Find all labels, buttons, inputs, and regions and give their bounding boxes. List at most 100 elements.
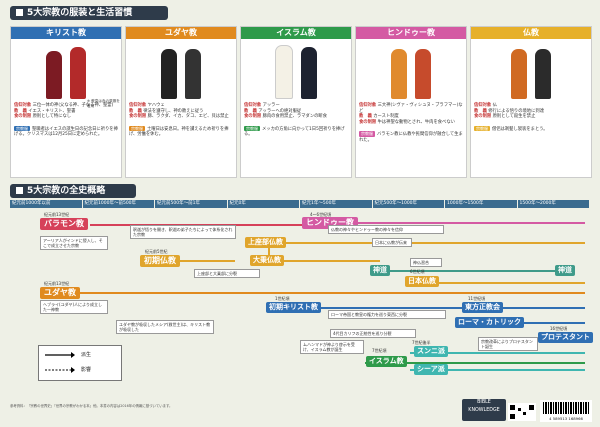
label-deity: 信仰対象 — [129, 103, 147, 108]
line-toho — [465, 307, 585, 309]
node-islam: イスラム教 — [366, 356, 407, 367]
japanese-monk-figure — [535, 49, 551, 99]
desc-buddhism: 僧侶は剃髪し袈裟をまとう。 — [492, 126, 548, 132]
node-daijo: 大乗仏教 — [250, 255, 284, 266]
deity-hinduism: 三大神(シヴァ・ヴィシュヌ・ブラフマー)など — [359, 103, 463, 114]
line-islam — [365, 362, 585, 364]
date-hindu: 4〜6世紀頃 — [310, 212, 332, 217]
desc-christianity: 聖職者はイエスの誕生日の記念日に祈りを捧げる。クリスマスは12月25日に定められ… — [14, 126, 118, 138]
deity-judaism: ヤハウェ — [147, 103, 165, 108]
section-title-dress: 5大宗教の服装と生活習慣 — [10, 6, 168, 20]
logo: BIBLE KNOWLEDGE — [462, 399, 506, 421]
col-judaism: ユダヤ教 信仰対象 ヤハウェ 教 義 律法を遵守し、神の教えに従う 食の制限 豚… — [125, 26, 237, 178]
jew-figure — [185, 49, 201, 99]
node-baramon: バラモン教 — [40, 218, 88, 230]
date-sunni: 7世紀後半 — [412, 340, 431, 345]
col-islam: イスラム教 信仰対象 アッラー 教 義 アッラーへの絶対服従 食の制限 豚肉の食… — [240, 26, 352, 178]
label-diet: 食の制限 — [244, 114, 262, 120]
era-6: 1000年〜1500年 — [445, 200, 518, 208]
monk-figure — [511, 49, 527, 99]
diet-judaism: 豚、ラクダ、イカ、タコ、エビ、貝は禁止 — [147, 114, 229, 120]
node-sunni: スンニ派 — [414, 346, 448, 357]
tag-hinduism: 宗教服 — [359, 131, 375, 137]
node-yudaya: ユダヤ教 — [40, 287, 80, 299]
vline-split — [268, 242, 270, 262]
date-islam: 7世紀頃 — [372, 348, 387, 353]
tag-judaism: 宗教服 — [129, 125, 145, 132]
node-shia: シーア派 — [414, 364, 448, 375]
note-muhammad: ムハンマドが神より啓示を受け、イスラム教が誕生 — [300, 340, 364, 354]
node-shoki: 初期仏教 — [140, 255, 180, 267]
era-3: 紀元0年 — [227, 200, 300, 208]
deity-islam: アッラー — [262, 103, 280, 108]
node-toho: 東方正教会 — [462, 302, 503, 313]
diet-christianity: 原則として特になし — [32, 114, 72, 120]
era-2: 紀元前500年〜前1年 — [155, 200, 228, 208]
col-head-christianity: キリスト教 — [11, 27, 121, 39]
note-split-buddhism: 上座部と大乗部に分裂 — [194, 269, 260, 278]
legend-derive-label: 派生 — [81, 352, 92, 358]
col-head-judaism: ユダヤ教 — [126, 27, 236, 39]
solid-arrow-icon — [45, 351, 75, 358]
line-sunni — [410, 352, 585, 354]
note-caliph: 4代目カリフの正統性を巡り分裂 — [330, 329, 416, 338]
col-head-hinduism: ヒンドゥー教 — [356, 27, 466, 39]
label-diet: 食の制限 — [14, 114, 32, 120]
woman-figure — [301, 47, 317, 99]
legend: 派生 影響 — [38, 345, 122, 381]
note-schism: ローマ帝国と教皇の権力を巡り東西に分裂 — [328, 310, 446, 319]
label-deity: 信仰対象 — [359, 103, 377, 108]
date-baramon: 紀元前13世紀 — [44, 212, 70, 217]
line-jozabu — [275, 242, 585, 244]
deity-buddhism: 仏 — [492, 103, 497, 108]
note-hebrew: ヘブライ(ユダヤ)人により成立した一神教 — [40, 300, 108, 314]
note-buddhism-japan: 日本に仏教が伝来 — [372, 238, 412, 247]
label-diet: 食の制限 — [359, 119, 377, 125]
desc-judaism: 土曜日は安息日。神を讃えるため祈りを捧げ、労働を休む。 — [129, 126, 229, 138]
col-text-hinduism: 信仰対象 三大神(シヴァ・ヴィシュヌ・ブラフマー)など 教 義 カースト制度 食… — [359, 103, 463, 144]
man-figure — [275, 45, 293, 99]
node-shinto-modern: 神道 — [555, 265, 575, 276]
figures-islam — [245, 41, 347, 99]
note-messiah: ユダヤ教が吸収したメシア(救世主)は、キリスト教が吸収した — [116, 320, 214, 334]
col-hinduism: ヒンドゥー教 信仰対象 三大神(シヴァ・ヴィシュヌ・ブラフマー)など 教 義 カ… — [355, 26, 467, 178]
date-yudaya: 紀元前13世紀 — [44, 281, 70, 286]
diet-buddhism: 原則として殺生を禁止 — [492, 114, 536, 120]
sadhu-figure — [391, 49, 407, 99]
logo-text: BIBLE KNOWLEDGE — [468, 400, 500, 413]
line-hindu — [330, 222, 585, 224]
figures-judaism — [130, 41, 232, 99]
era-0: 紀元前1000年以前 — [10, 200, 83, 208]
diet-islam: 豚肉の食用禁止、ラマダンの断食 — [262, 114, 328, 120]
node-shinto: 神道 — [370, 265, 390, 276]
barcode: 4 589513 168966 — [540, 400, 592, 422]
col-head-islam: イスラム教 — [241, 27, 351, 39]
era-bar: 紀元前1000年以前 紀元前1000年〜前500年 紀元前500年〜前1年 紀元… — [10, 200, 590, 208]
barcode-number: 4 589513 168966 — [549, 416, 583, 421]
date-protestant: 16世紀頃 — [550, 326, 568, 331]
col-christianity: キリスト教 ※ 教皇は赤の祭服を着用 信仰対象 三位一体の神(父なる神、子なる神… — [10, 26, 122, 178]
era-1: 紀元前1000年〜前500年 — [82, 200, 155, 208]
legend-influence-label: 影響 — [81, 367, 92, 373]
tag-buddhism: 宗教服 — [474, 125, 490, 132]
label-scripture: 教 義 — [244, 108, 257, 114]
col-buddhism: 仏教 信仰対象 仏 教 義 修行による悟りの境地に到達 食の制限 原則として殺生… — [470, 26, 592, 178]
figures-hinduism — [360, 41, 462, 99]
label-scripture: 教 義 — [129, 108, 142, 114]
line-shia — [410, 369, 585, 371]
col-text-christianity: 信仰対象 三位一体の神(父なる神、子なる神、聖霊) 教 義 イエス・キリスト、聖… — [14, 103, 118, 138]
note-reformation: 宗教改革によりプロテスタント誕生 — [478, 337, 538, 351]
legend-influence: 影響 — [45, 366, 91, 373]
label-scripture: 教 義 — [359, 114, 372, 120]
label-deity: 信仰対象 — [244, 103, 262, 108]
date-toho: 11世紀頃 — [468, 296, 486, 301]
tag-islam: 宗教服 — [244, 125, 260, 132]
figures-buddhism — [475, 41, 587, 99]
date-shoki: 紀元前5世紀 — [145, 249, 168, 254]
legend-derive: 派生 — [45, 351, 91, 358]
era-4: 紀元1年〜500年 — [300, 200, 373, 208]
line-roma — [480, 322, 585, 324]
label-deity: 信仰対象 — [474, 103, 492, 108]
footer-text: 参考資料：『宗教の世界史』『世界の宗教がわかる本』他。本書の内容は2016年の情… — [10, 404, 173, 408]
barcode-bars — [543, 402, 589, 414]
